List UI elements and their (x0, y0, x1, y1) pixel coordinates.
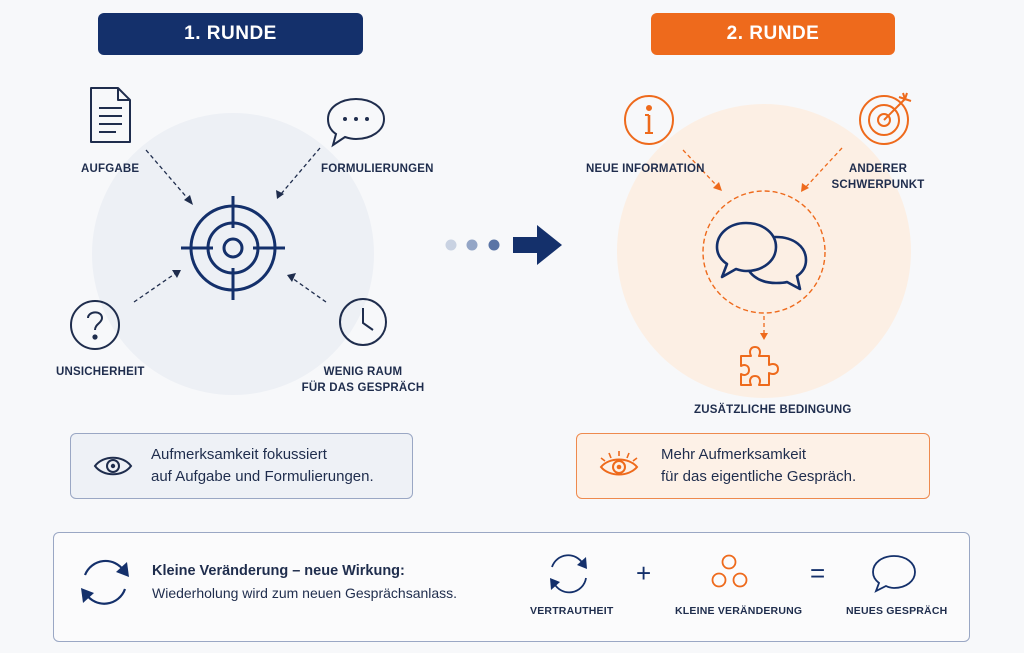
refresh-icon (83, 559, 127, 605)
label-small-change: KLEINE VERÄNDERUNG (675, 605, 803, 617)
arrow-right-icon (513, 225, 562, 265)
summary-text: Wiederholung wird zum neuen Gesprächsanl… (152, 585, 458, 601)
label-condition: ZUSÄTZLICHE BEDINGUNG (694, 404, 852, 416)
speech-bubble-icon (326, 97, 386, 148)
round1-badge: 1. RUNDE (98, 13, 363, 55)
chat-bubbles-icon (715, 221, 808, 291)
label-new-info: NEUE INFORMATION (586, 163, 705, 175)
summary-box (53, 532, 970, 642)
round2-note-line2: für das eigentliche Gespräch. (661, 468, 857, 485)
progress-dots (445, 239, 500, 251)
bullseye-icon (859, 92, 912, 145)
refresh-icon (551, 554, 587, 594)
question-icon (70, 300, 120, 350)
round1-background-circle (92, 113, 374, 395)
eye-icon (93, 456, 133, 476)
info-icon (624, 95, 674, 145)
round2-badge: 2. RUNDE (651, 13, 895, 55)
summary-title: Kleine Veränderung – neue Wirkung: (152, 563, 405, 579)
circles-icon (711, 554, 748, 588)
round1-note-line2: auf Aufgabe und Formulierungen. (151, 468, 374, 485)
equals-sign: = (810, 558, 826, 588)
round2-note-line1: Mehr Aufmerksamkeit (661, 446, 807, 463)
round1-graphics (70, 87, 562, 350)
label-little-room: WENIG RAUM FÜR DAS GESPRÄCH (301, 366, 425, 394)
label-phrasing: FORMULIERUNGEN (321, 163, 434, 175)
target-icon (181, 196, 285, 300)
round2-note: Mehr Aufmerksamkeit für das eigentliche … (576, 433, 930, 499)
round2-graphics (624, 92, 912, 386)
speech-bubble-icon (872, 555, 916, 593)
puzzle-icon (740, 346, 779, 386)
label-familiarity: VERTRAUTHEIT (530, 605, 614, 617)
label-task: AUFGABE (81, 163, 140, 175)
round1-note: Aufmerksamkeit fokussiert auf Aufgabe un… (70, 433, 413, 499)
document-icon (90, 87, 131, 143)
label-other-focus: ANDERER SCHWERPUNKT (831, 163, 925, 191)
plus-sign: + (636, 558, 652, 588)
label-new-conversation: NEUES GESPRÄCH (846, 605, 948, 617)
clock-icon (339, 298, 387, 346)
eye-icon (599, 451, 639, 476)
label-uncertainty: UNSICHERHEIT (56, 366, 145, 378)
round1-note-line1: Aufmerksamkeit fokussiert (151, 446, 327, 463)
